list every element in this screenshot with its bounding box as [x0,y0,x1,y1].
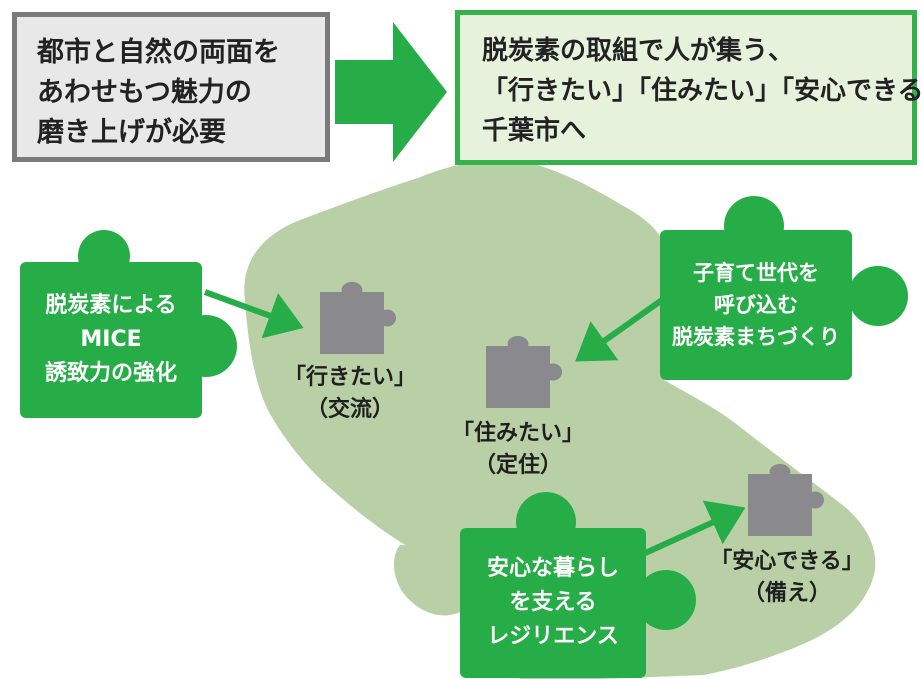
arrow-right-icon [335,22,447,162]
card-mice: 脱炭素による MICE 誘致力の強化 [20,262,202,418]
header-right-line: 脱炭素の取組で人が集う、 [482,36,795,66]
card-mice-line: MICE [80,327,142,352]
card-resilience-line: を支える [509,590,597,615]
arrow-resilience-to-safe [628,500,746,563]
label-live-line: 「住みたい」 [451,421,584,446]
card-resilience-knob-right [636,570,696,630]
card-childcare-line: 脱炭素まちづくり [672,325,840,349]
card-childcare-knob-right [848,266,908,326]
label-safe-line: （備え） [742,581,831,606]
header-right-box: 脱炭素の取組で人が集う、 「行きたい」「住みたい」「安心できる」 千葉市へ [455,10,922,165]
arrow-mice-to-visit [203,289,304,339]
card-resilience-line: レジリエンス [487,624,619,649]
card-mice-line: 脱炭素による [45,293,177,318]
label-live: 「住みたい」 （定住） [448,418,588,482]
header-left-box: 都市と自然の両面を あわせもつ魅力の 磨き上げが必要 [12,12,330,162]
card-childcare-line: 呼び込む [714,293,798,317]
label-safe: 「安心できる」 （備え） [702,546,872,610]
header-left-line: 磨き上げが必要 [37,117,226,148]
map-lowland-shape [394,545,477,616]
map-region-shape [244,159,876,679]
card-resilience: 安心な暮らし を支える レジリエンス [460,528,646,678]
label-visit-line: 「行きたい」 [283,365,416,390]
header-right-line: 千葉市へ [482,116,587,146]
arrow-childcare-to-live [575,297,664,362]
header-left-line: あわせもつ魅力の [37,77,252,108]
card-resilience-line: 安心な暮らし [486,556,619,581]
map-island-shape [365,453,442,536]
label-live-line: （定住） [473,453,562,478]
card-childcare-line: 子育て世代を [693,261,819,285]
header-right-line: 「行きたい」「住みたい」「安心できる」 [482,76,922,106]
label-visit: 「行きたい」 （交流） [280,362,420,426]
label-safe-line: 「安心できる」 [710,549,864,574]
header-left-line: 都市と自然の両面を [37,37,280,68]
puzzle-piece-icon [748,464,824,536]
label-visit-line: （交流） [305,397,394,422]
puzzle-piece-icon [486,336,562,408]
puzzle-piece-icon [320,282,396,354]
card-mice-line: 誘致力の強化 [44,361,177,386]
card-childcare: 子育て世代を 呼び込む 脱炭素まちづくり [660,230,852,380]
